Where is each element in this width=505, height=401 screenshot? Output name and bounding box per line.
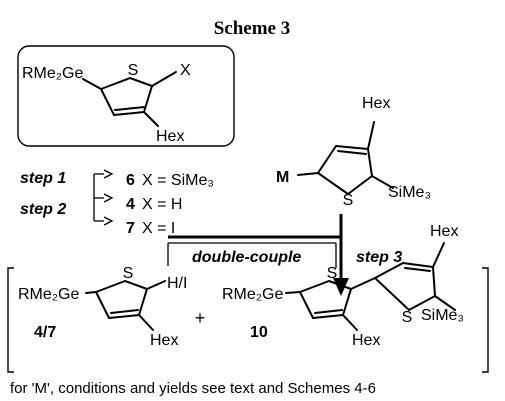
product-47-s-label: S — [123, 265, 134, 282]
product-10-bithiophene — [285, 242, 456, 331]
footnote: for 'M', conditions and yields see text … — [10, 380, 376, 397]
boxed-s-label: S — [128, 62, 139, 79]
step3-label: step 3 — [356, 249, 402, 266]
boxed-thiophene — [82, 71, 177, 127]
variant-6-text: X = SiMe₃ — [142, 172, 214, 189]
reagent-sime3-label: SiMe₃ — [388, 184, 431, 201]
step2-label: step 2 — [20, 201, 66, 218]
product-10-number: 10 — [250, 324, 268, 341]
variant-7-number: 7 — [126, 220, 135, 237]
product-47-thiophene — [85, 280, 166, 331]
product-47-number: 4/7 — [34, 324, 56, 341]
reagent-m-label: M — [276, 169, 289, 186]
product-10-s2-label: S — [402, 309, 413, 326]
variant-7-text: X = I — [142, 220, 175, 237]
product-47-hex-label: Hex — [150, 332, 178, 349]
variant-6-number: 6 — [126, 172, 135, 189]
double-couple-label: double-couple — [192, 249, 301, 266]
product-10-sime3-label: SiMe₃ — [421, 307, 464, 324]
boxed-group-label: RMe₂Ge — [22, 65, 83, 82]
product-47-group-label: RMe₂Ge — [18, 286, 79, 303]
reagent-hex-label: Hex — [362, 95, 390, 112]
step-bracket — [93, 169, 114, 226]
scheme-title: Scheme 3 — [214, 18, 291, 39]
product-47-hi-label: H/I — [167, 275, 187, 292]
variant-4-text: X = H — [142, 196, 182, 213]
step3-arrowhead — [333, 278, 349, 296]
variant-4-number: 4 — [126, 196, 135, 213]
boxed-x-label: X — [180, 62, 191, 79]
product-10-s1-label: S — [327, 265, 338, 282]
boxed-hex-label: Hex — [156, 128, 184, 145]
product-brackets — [7, 267, 489, 373]
product-10-hex2-label: Hex — [352, 332, 380, 349]
double-couple-arrows — [167, 214, 343, 280]
product-10-hex1-label: Hex — [430, 223, 458, 240]
reagent-thiophene — [297, 121, 394, 195]
step1-label: step 1 — [20, 170, 66, 187]
compound-box — [17, 45, 235, 147]
plus-sign: + — [195, 308, 206, 328]
product-10-group-label: RMe₂Ge — [222, 286, 283, 303]
reagent-s-label: S — [343, 192, 354, 209]
